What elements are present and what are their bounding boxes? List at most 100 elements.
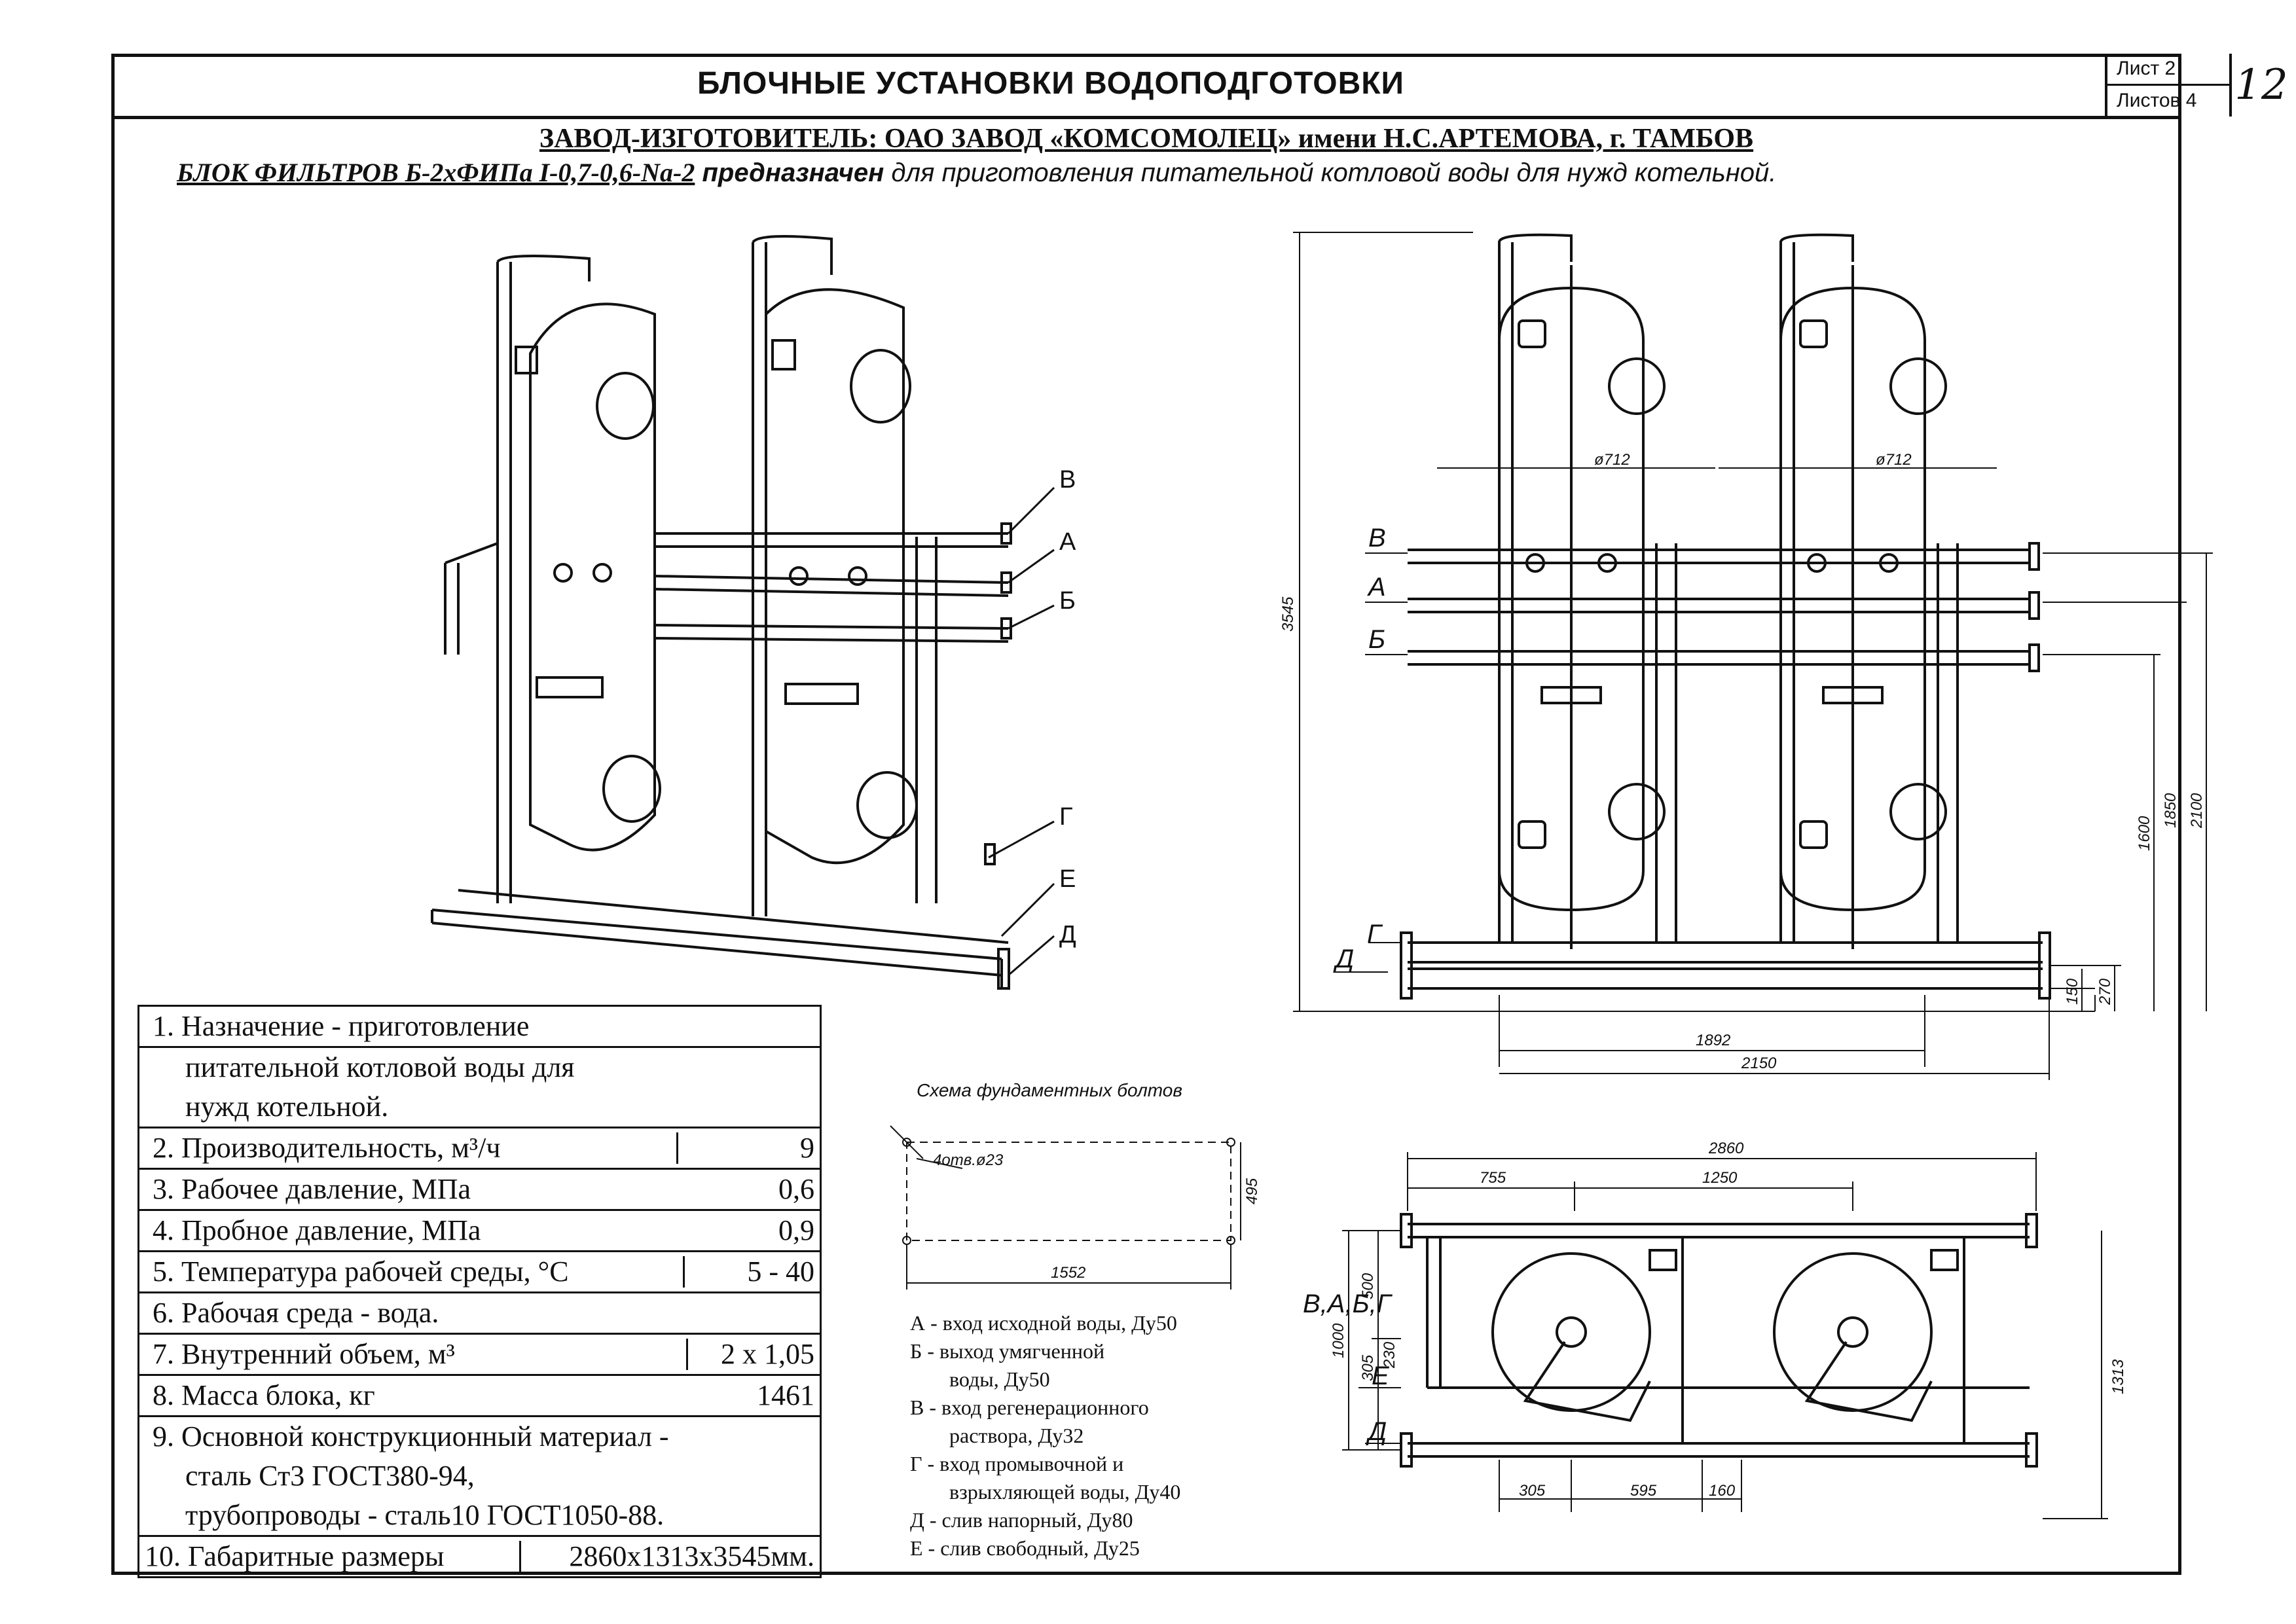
plan-headers	[1408, 1223, 2030, 1458]
connection-legend: А - вход исходной воды, Ду50 Б - выход у…	[910, 1309, 1180, 1562]
plan-vessel-left-center	[1556, 1316, 1587, 1348]
iso-leader-lines	[988, 486, 1055, 977]
purpose-text: для приготовления питательной котловой в…	[891, 158, 1777, 187]
dim-500: 500	[1359, 1272, 1377, 1299]
front-label-leaders	[1336, 552, 1408, 973]
iso-platform-right	[784, 683, 859, 705]
iso-vessel-right	[765, 288, 905, 865]
plan-label-d: Д	[1366, 1417, 1387, 1446]
bolt-hole-2	[1226, 1138, 1235, 1147]
spec-row-6: 6. Рабочая среда - вода.	[139, 1293, 820, 1335]
spec-row-1c: нужд котельной.	[139, 1087, 820, 1128]
manufacturer-text: ЗАВОД-ИЗГОТОВИТЕЛЬ: ОАО ЗАВОД «КОМСОМОЛЕ…	[539, 124, 1754, 154]
iso-vessel-left	[529, 302, 656, 852]
iso-hatch-left-bottom	[602, 755, 661, 823]
iso-hatch-right-bottom	[856, 771, 918, 839]
sheet-number: Лист 2	[2107, 54, 2232, 86]
legend-item: В - вход регенерационного	[910, 1396, 1149, 1419]
legend-item: Б - выход умягченной	[910, 1339, 1105, 1363]
iso-flange-b	[1000, 617, 1012, 640]
iso-pipe-vertical-3	[915, 537, 938, 903]
plan-flange-br	[2025, 1432, 2038, 1468]
front-label-a: А	[1367, 573, 1386, 602]
spec-row-9c: трубопроводы - сталь10 ГОСТ1050-88.	[139, 1496, 820, 1537]
plan-flange-bl	[1400, 1432, 1413, 1468]
sheets-total: Листов 4	[2117, 90, 2197, 111]
plan-vessel-right-center	[1837, 1316, 1868, 1348]
front-label-d: Д	[1333, 945, 1354, 973]
spec-row-1b: питательной котловой воды для	[185, 1051, 575, 1083]
front-view	[1293, 232, 2213, 1080]
front-dim-2150	[1499, 995, 2050, 1080]
iso-platform-left	[536, 676, 604, 698]
bolt-holes-label: 4отв.ø23	[933, 1151, 1004, 1169]
plan-valve-1	[1649, 1249, 1677, 1271]
spec-row-9b: сталь Ст3 ГОСТ380-94,	[185, 1460, 475, 1492]
dim-b160: 160	[1709, 1482, 1736, 1500]
iso-label-a: А	[1059, 528, 1076, 556]
front-vessel-left	[1498, 286, 1645, 912]
bolt-scheme	[890, 1125, 1241, 1290]
front-platform-right	[1822, 686, 1884, 704]
iso-gauge-3	[789, 566, 809, 586]
iso-pipe-left	[496, 255, 591, 903]
title-bar: БЛОЧНЫЕ УСТАНОВКИ ВОДОПОДГОТОВКИ Лист 2 …	[111, 54, 2288, 119]
page-number: 12	[2229, 54, 2291, 117]
isometric-view	[431, 235, 1055, 990]
bolt-width: 1552	[1051, 1264, 1085, 1282]
dim-1600: 1600	[2136, 816, 2153, 851]
dim-1000: 1000	[1330, 1323, 1347, 1358]
plan-valve-2	[1930, 1249, 1959, 1271]
front-hatch-r4	[1799, 820, 1828, 849]
bolt-hole-1	[902, 1138, 911, 1147]
front-platform-left	[1540, 686, 1602, 704]
iso-flange-d	[997, 948, 1010, 990]
plan-label-top: В,А,Б,Г	[1303, 1290, 1393, 1318]
front-hatch-r2	[1889, 357, 1947, 415]
front-vessel-right	[1779, 286, 1926, 912]
plan-dim-1000	[1342, 1230, 1401, 1451]
front-hatch-l1	[1518, 319, 1546, 348]
plan-label-leaders	[1365, 1387, 1401, 1444]
dim-diam-left: ø712	[1594, 451, 1630, 469]
front-dim-270	[2049, 965, 2121, 1011]
front-flange-b	[2028, 643, 2040, 672]
front-flange-a	[2028, 591, 2040, 620]
iso-gauge-1	[553, 563, 573, 583]
dim-b595: 595	[1630, 1482, 1657, 1500]
legend-item: Д - слив напорный, Ду80	[910, 1508, 1133, 1532]
front-pipe-right	[1779, 233, 1854, 943]
dim-diam-right: ø712	[1876, 451, 1912, 469]
dim-1313: 1313	[2109, 1359, 2127, 1394]
bolt-scheme-title: Схема фундаментных болтов	[917, 1080, 1182, 1100]
front-dim-1892	[1499, 995, 1925, 1067]
plan-label-e: Е	[1372, 1362, 1390, 1390]
front-hatch-l3	[1608, 783, 1666, 840]
front-hatch-l2	[1608, 357, 1666, 415]
iso-hatch-left-side	[515, 346, 538, 374]
plan-dim-bottom	[1499, 1460, 1742, 1512]
front-dim-150	[2049, 969, 2096, 1011]
iso-label-b: Б	[1059, 587, 1076, 615]
spec-row-1a: 1. Назначение - приготовление	[139, 1007, 820, 1048]
dim-305: 305	[1359, 1354, 1377, 1381]
iso-gauge-2	[592, 563, 612, 583]
purpose-word: предназначен	[702, 158, 884, 187]
iso-base-frame	[431, 889, 1009, 988]
dim-270: 270	[2096, 978, 2114, 1005]
iso-label-e: Е	[1059, 865, 1076, 893]
iso-hatch-left-top	[596, 372, 655, 440]
iso-pipe-right	[752, 235, 833, 916]
plan-dim-755-1250	[1408, 1182, 1853, 1211]
bolt-dims	[890, 1125, 1241, 1290]
dim-1850: 1850	[2162, 793, 2179, 828]
front-hatch-l4	[1518, 820, 1546, 849]
front-flange-v	[2028, 542, 2040, 571]
front-risers	[1655, 543, 1959, 943]
iso-flange-g	[984, 843, 996, 865]
